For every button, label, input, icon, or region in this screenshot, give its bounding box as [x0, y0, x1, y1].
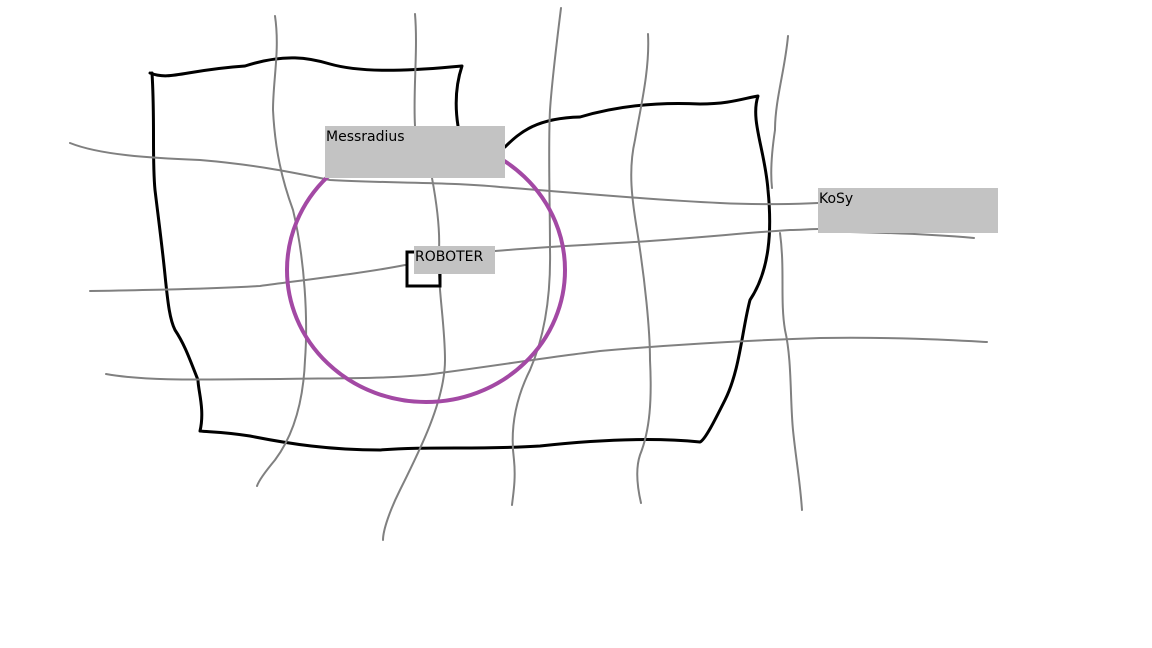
- kosy-label: KoSy: [818, 188, 998, 233]
- grid-vertical-lines: [256, 7, 803, 541]
- robot-marker: [405, 250, 442, 288]
- grid-line-v1: [256, 15, 308, 487]
- grid-line-v2: [382, 13, 447, 541]
- grid-line-h3: [105, 336, 988, 381]
- area-outline: [148, 56, 772, 452]
- roboter-label: ROBOTER: [414, 246, 495, 274]
- grid-line-h2: [89, 228, 975, 292]
- grid-line-v4: [630, 33, 652, 504]
- grid-line-v3: [511, 7, 562, 506]
- grid-line-v5: [770, 35, 803, 511]
- messradius-label: Messradius: [325, 126, 505, 178]
- grid-line-h1: [69, 142, 819, 206]
